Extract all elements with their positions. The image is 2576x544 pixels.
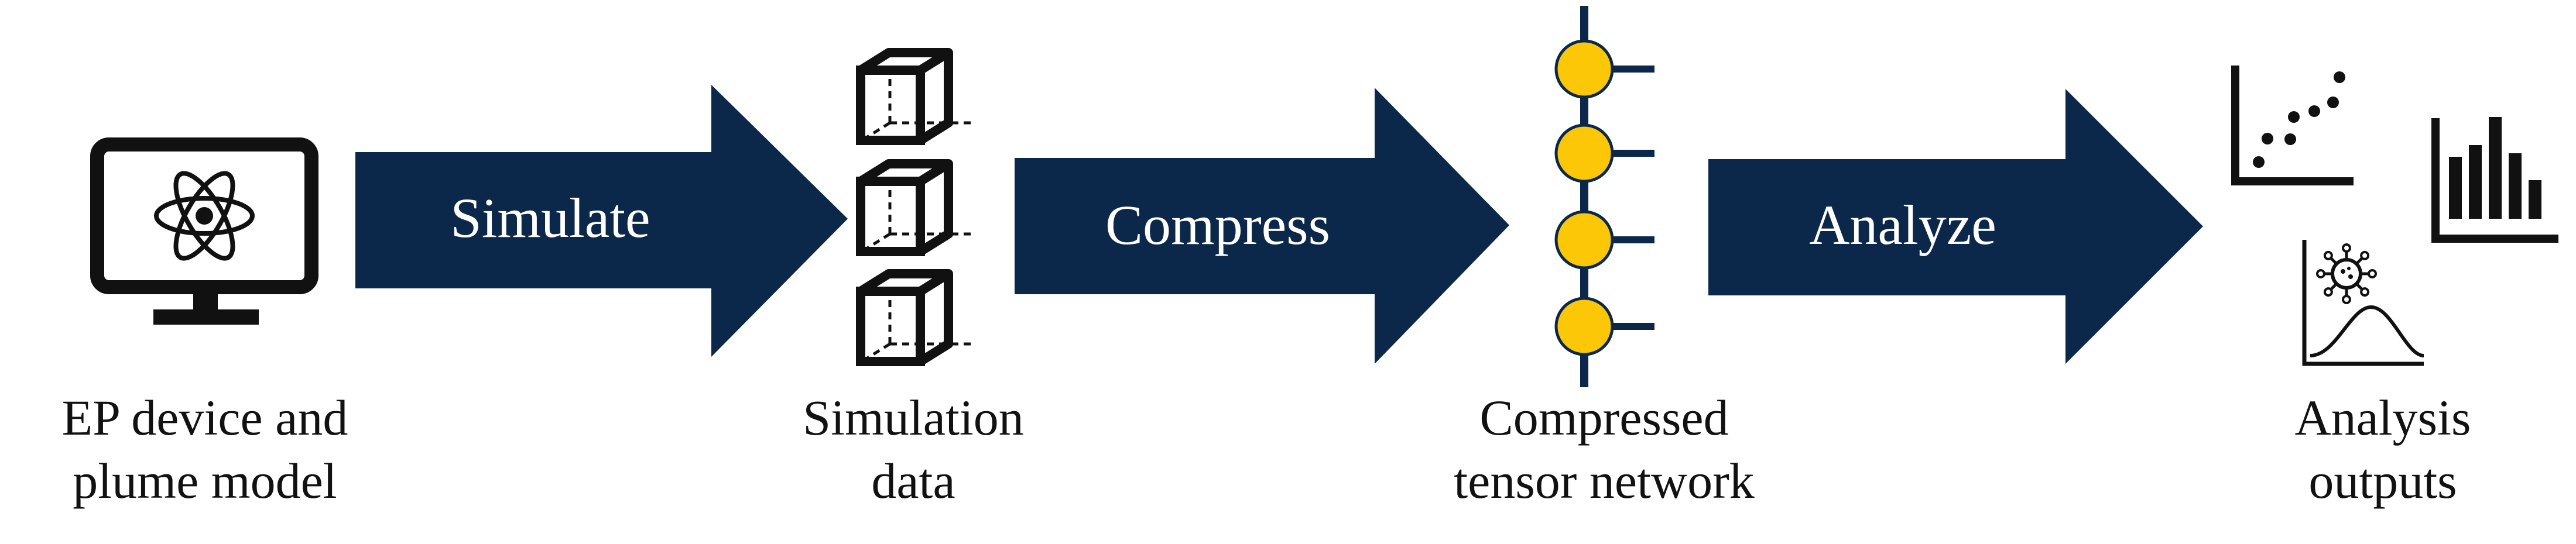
- cube-1: [856, 48, 975, 145]
- monitor-base: [153, 309, 259, 325]
- caption-simulation-line1: Simulation: [803, 390, 1024, 446]
- caption-tensor-line1: Compressed: [1479, 390, 1729, 446]
- tensor-node-3: [1554, 210, 1614, 270]
- arrow-compress: [1015, 88, 1509, 364]
- cube-2: [856, 159, 975, 256]
- caption-tensor-line2: tensor network: [1454, 453, 1755, 509]
- virus-icon: [2316, 243, 2377, 304]
- caption-tensor: Compressed tensor network: [1388, 386, 1821, 512]
- arrow-simulate: [355, 85, 848, 357]
- caption-device: EP device and plume model: [0, 386, 410, 512]
- atom-nucleus: [196, 207, 213, 225]
- arrow-analyze: [1708, 89, 2203, 364]
- tensor-node-4: [1554, 297, 1614, 356]
- monitor-neck: [193, 287, 218, 311]
- atom-icon: [154, 171, 255, 261]
- stacked-cubes-icon: [856, 48, 975, 366]
- arrow-label-analyze: Analyze: [1809, 194, 1996, 256]
- tensor-network-icon: [1554, 6, 1654, 387]
- tensor-node-2: [1554, 123, 1614, 183]
- distribution-plot-icon: [2302, 240, 2424, 366]
- caption-simulation-line2: data: [871, 453, 955, 509]
- arrow-label-simulate: Simulate: [450, 187, 650, 249]
- monitor-atom-icon: [90, 137, 318, 325]
- arrow-label-compress: Compress: [1105, 194, 1330, 256]
- caption-simulation: Simulation data: [744, 386, 1083, 512]
- caption-analysis: Analysis outputs: [2225, 386, 2541, 512]
- caption-device-line2: plume model: [73, 453, 337, 509]
- caption-device-line1: EP device and: [61, 390, 348, 446]
- scatter-plot-icon: [2231, 66, 2354, 185]
- cube-3: [856, 269, 975, 366]
- bar-chart-icon: [2431, 117, 2558, 243]
- caption-analysis-line2: outputs: [2308, 453, 2457, 509]
- caption-analysis-line1: Analysis: [2294, 390, 2471, 446]
- tensor-node-1: [1554, 39, 1614, 99]
